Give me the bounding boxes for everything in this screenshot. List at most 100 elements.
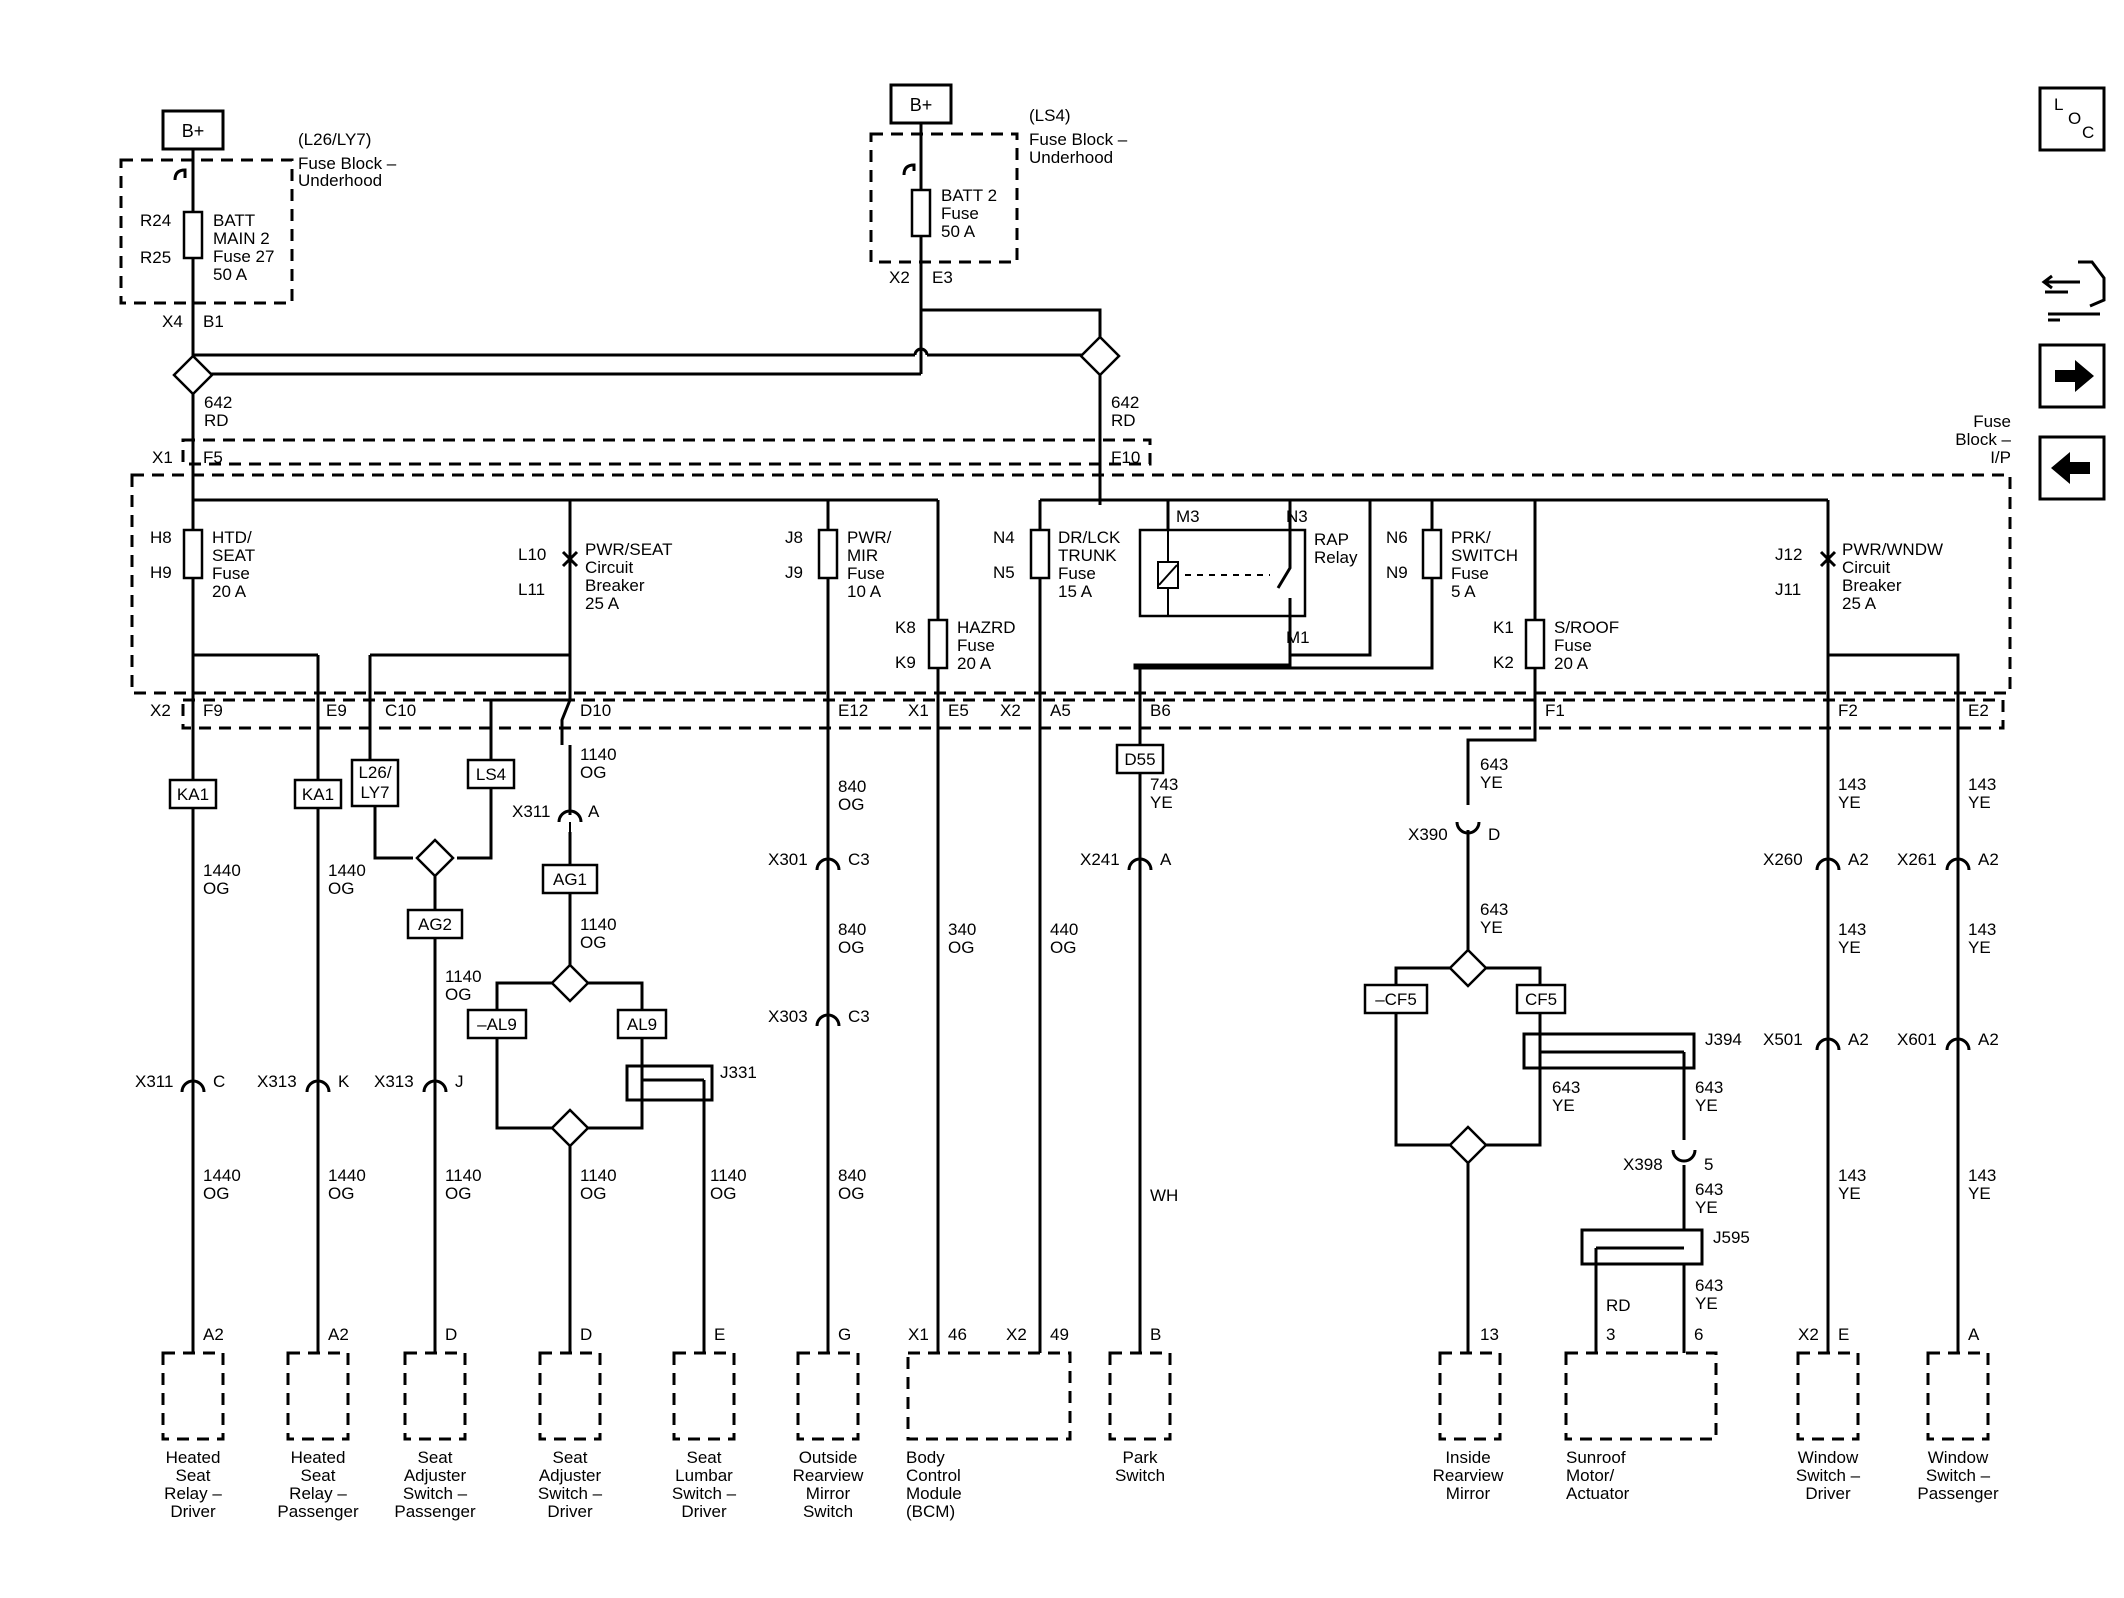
- htd-label-4: 20 A: [212, 582, 247, 601]
- comp9-n1: Inside: [1445, 1448, 1490, 1467]
- comp5-n4: Driver: [681, 1502, 727, 1521]
- pin-r24: R24: [140, 211, 171, 230]
- mid-fuse-1: BATT 2: [941, 186, 997, 205]
- ip-title-1: Fuse: [1973, 412, 2011, 431]
- comp-seat-adjuster-passenger: [403, 1351, 467, 1441]
- comp5-n2: Lumbar: [675, 1466, 733, 1485]
- wndw-label-4: 25 A: [1842, 594, 1877, 613]
- opt-ka1-b: KA1: [302, 785, 334, 804]
- comp7-n4: (BCM): [906, 1502, 955, 1521]
- w19-col: YE: [1695, 1294, 1718, 1313]
- comp9-n3: Mirror: [1446, 1484, 1491, 1503]
- comp7-n3: Module: [906, 1484, 962, 1503]
- w9-num: 840: [838, 920, 866, 939]
- mid-block-line2: Underhood: [1029, 148, 1113, 167]
- pwrseat-label-1: PWR/SEAT: [585, 540, 673, 559]
- comp11-n1: Window: [1798, 1448, 1859, 1467]
- opt-l26: L26/: [358, 763, 391, 782]
- pin-l11: L11: [518, 580, 545, 599]
- w21-num: 143: [1968, 775, 1996, 794]
- comp11-n2: Switch –: [1796, 1466, 1861, 1485]
- fuse-label-3: Fuse 27: [213, 247, 274, 266]
- mir-label-1: PWR/: [847, 528, 892, 547]
- pin-n4: N4: [993, 528, 1015, 547]
- fuse-batt2: [910, 188, 932, 238]
- w25-col: YE: [1968, 1184, 1991, 1203]
- arrow-right-icon: [2055, 360, 2094, 392]
- comp9-pin: 13: [1480, 1325, 1499, 1344]
- w8-col: OG: [838, 795, 864, 814]
- comp3-n1: Seat: [418, 1448, 453, 1467]
- comp12-pin: A: [1968, 1325, 1980, 1344]
- out-x2: X2: [150, 701, 171, 720]
- drlck-label-4: 15 A: [1058, 582, 1093, 601]
- loc-c: C: [2082, 123, 2094, 142]
- arrow-left-icon: [2051, 452, 2090, 484]
- hazrd-label-1: HAZRD: [957, 618, 1016, 637]
- fuse-pwr-mir: J8 J9 PWR/ MIR Fuse 10 A: [785, 528, 892, 1353]
- comp4-pin: D: [580, 1325, 592, 1344]
- prev-page-button[interactable]: [2038, 435, 2106, 501]
- feed-wire-left-num: 642: [204, 393, 232, 412]
- mid-fuse-3: 50 A: [941, 222, 976, 241]
- relay-label-1: RAP: [1314, 530, 1349, 549]
- bplus-label-mid: B+: [910, 95, 933, 115]
- w11-col: OG: [948, 938, 974, 957]
- splice-diamond-sroof2: [1448, 1125, 1488, 1165]
- relay-pin-m3: M3: [1176, 507, 1200, 526]
- fuse-hazrd: K8 K9 HAZRD Fuse 20 A: [895, 618, 1016, 673]
- conn-x390-id: X390: [1408, 825, 1448, 844]
- splice-j595: [1580, 1228, 1704, 1266]
- mid-conn-e3: E3: [932, 268, 953, 287]
- w9-col: OG: [838, 938, 864, 957]
- comp10-n1: Sunroof: [1566, 1448, 1626, 1467]
- circuit-bcm: 340 OG 440 OG: [948, 920, 1078, 957]
- pin-j9: J9: [785, 563, 803, 582]
- circuit-seat-adjuster: L26/ LY7 LS4 AG2 1140 OG 1140 OG: [350, 698, 570, 1353]
- w23-col: YE: [1968, 938, 1991, 957]
- opt-al9: AL9: [627, 1015, 657, 1034]
- w10-col: OG: [838, 1184, 864, 1203]
- circuit-outside-mirror: 840 OG 840 OG 840 OG: [838, 777, 866, 1203]
- comp1-pin: A2: [203, 1325, 224, 1344]
- w14-num: 643: [1480, 755, 1508, 774]
- splice-diamond-driver2: [550, 1108, 590, 1148]
- out-x1: X1: [908, 701, 929, 720]
- w3b-num: 1140: [445, 1166, 482, 1185]
- w5-col: OG: [580, 933, 606, 952]
- components: A2 Heated Seat Relay – Driver A2 Heated …: [161, 1325, 1999, 1521]
- comp12-n2: Switch –: [1926, 1466, 1991, 1485]
- pwrseat-label-4: 25 A: [585, 594, 620, 613]
- splice-j331: [625, 1064, 714, 1102]
- opt-ls4: LS4: [476, 765, 506, 784]
- comp3-n4: Passenger: [394, 1502, 476, 1521]
- conn-x313-k-id: X313: [257, 1072, 297, 1091]
- w16-num: 643: [1552, 1078, 1580, 1097]
- comp10-6: 6: [1694, 1325, 1703, 1344]
- w3-num: 1140: [445, 967, 482, 986]
- conn-x601-id: X601: [1897, 1030, 1937, 1049]
- comp4-n4: Driver: [547, 1502, 593, 1521]
- comp7-49: 49: [1050, 1325, 1069, 1344]
- feed-bus: 642 RD 642 RD: [172, 300, 1139, 505]
- splice-diamond-sroof: [1448, 948, 1488, 988]
- comp1-n1: Heated: [166, 1448, 221, 1467]
- next-page-button[interactable]: [2038, 343, 2106, 409]
- component-view-icon[interactable]: [2041, 260, 2106, 322]
- opt-not-al9: –AL9: [477, 1015, 517, 1034]
- comp6-n4: Switch: [803, 1502, 853, 1521]
- out-e2: E2: [1968, 701, 1989, 720]
- conn-x501-pin: A2: [1848, 1030, 1869, 1049]
- comp8-n1: Park: [1123, 1448, 1158, 1467]
- opt-d55: D55: [1124, 750, 1155, 769]
- comp7-46: 46: [948, 1325, 967, 1344]
- w8-num: 840: [838, 777, 866, 796]
- loc-button[interactable]: L O C: [2038, 86, 2106, 152]
- w4-num: 1140: [580, 745, 617, 764]
- sroof-label-2: Fuse: [1554, 636, 1592, 655]
- splice-j394: [1522, 1032, 1696, 1070]
- splice-diamond-driver: [550, 963, 590, 1003]
- conn-x313-j-id: X313: [374, 1072, 414, 1091]
- conn-x261-id: X261: [1897, 850, 1937, 869]
- comp-sunroof-motor: [1564, 1351, 1718, 1441]
